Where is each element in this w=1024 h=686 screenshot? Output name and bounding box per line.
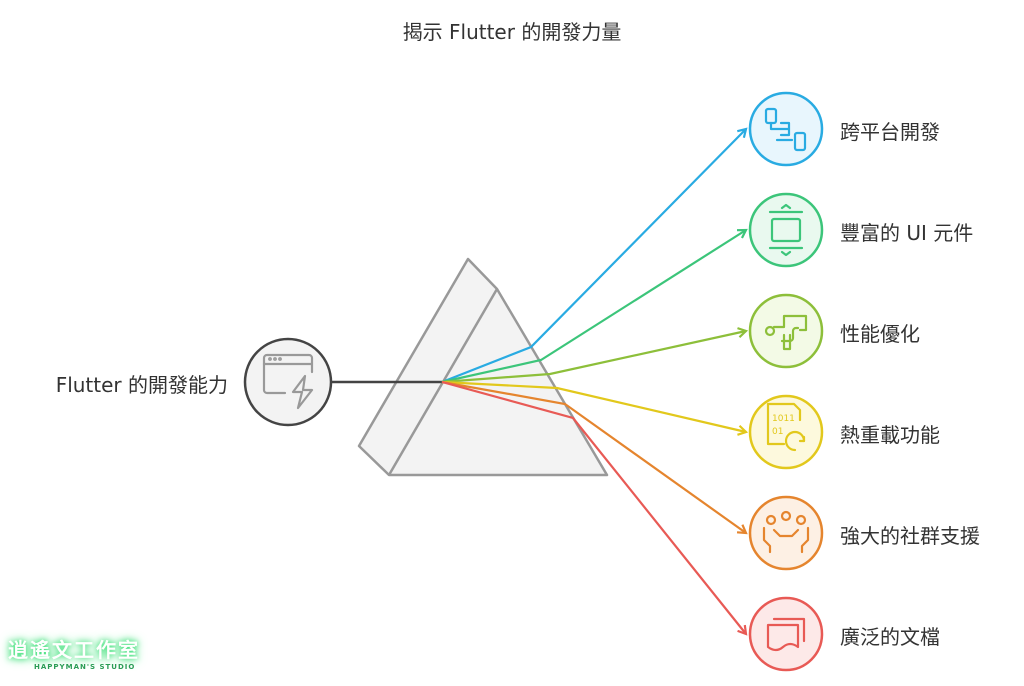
ray-4	[441, 380, 749, 436]
documents-icon	[766, 617, 806, 652]
binary-reload-icon: 1011 01	[766, 402, 806, 452]
watermark-main: 逍遙文工作室	[8, 638, 140, 662]
ray-2	[441, 228, 748, 384]
arrowhead-icon	[737, 327, 749, 338]
output-label: 強大的社群支援	[840, 524, 980, 548]
resize-frame-icon	[768, 203, 804, 257]
output-node-2	[748, 192, 824, 268]
community-icon	[762, 510, 810, 554]
ray-3	[441, 327, 749, 384]
devices-icon	[764, 107, 807, 152]
browser-lightning-icon	[262, 353, 314, 410]
output-label: 廣泛的文檔	[840, 625, 940, 649]
pipe-icon	[764, 314, 808, 351]
output-node-1	[748, 91, 824, 167]
ray-6	[441, 380, 748, 636]
ray-5	[441, 380, 748, 535]
output-node-5	[748, 495, 824, 571]
source-node	[243, 337, 333, 427]
source-label: Flutter 的開發能力	[55, 373, 228, 397]
output-node-3	[748, 293, 824, 369]
arrowhead-icon	[737, 424, 749, 436]
arrowhead-icon	[737, 127, 748, 139]
output-label: 熱重載功能	[840, 423, 940, 447]
output-label: 豐富的 UI 元件	[840, 221, 974, 245]
arrowhead-icon	[737, 624, 748, 636]
diagram-title: 揭示 Flutter 的開發力量	[402, 20, 622, 44]
output-label: 跨平台開發	[840, 120, 940, 144]
output-node-4: 1011 01	[748, 394, 824, 470]
output-node-6	[748, 596, 824, 672]
svg-text:1011: 1011	[772, 414, 795, 424]
arrowhead-icon	[736, 524, 748, 535]
arrowhead-icon	[736, 228, 748, 239]
watermark: 逍遙文工作室 HAPPYMAN'S STUDIO	[8, 634, 140, 671]
output-label: 性能優化	[840, 322, 920, 346]
svg-text:01: 01	[772, 427, 783, 437]
watermark-sub: HAPPYMAN'S STUDIO	[34, 663, 136, 671]
ray-1	[441, 127, 748, 384]
